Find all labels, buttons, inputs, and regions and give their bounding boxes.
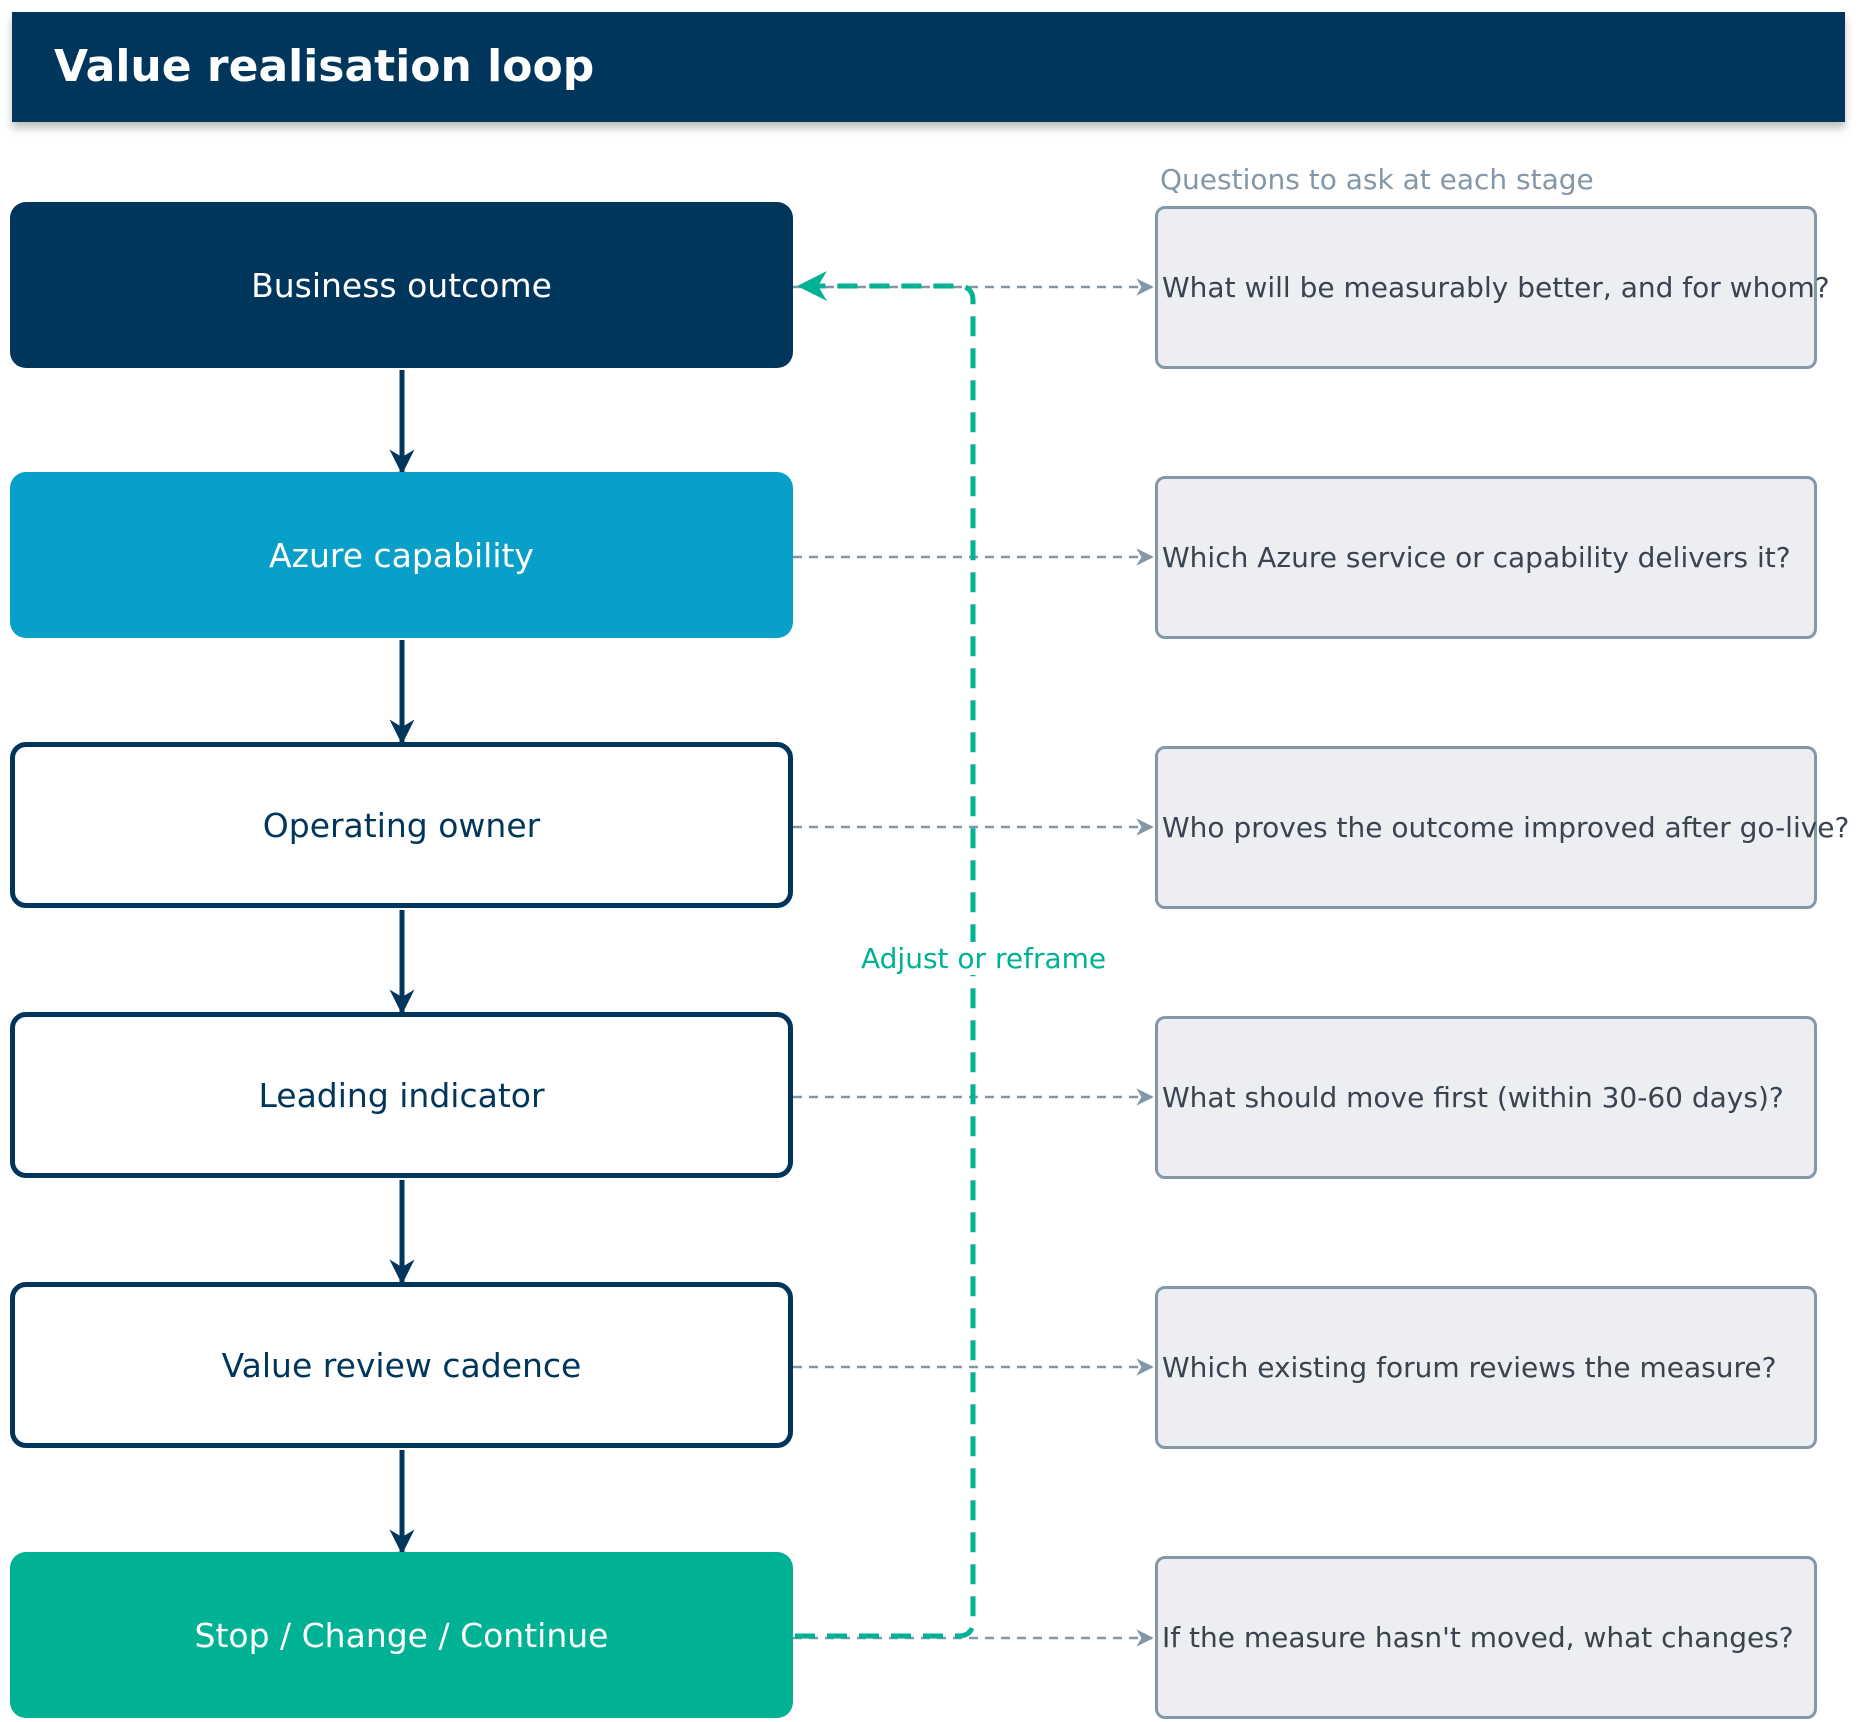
question-box-5: Which existing forum reviews the measure…: [1155, 1286, 1817, 1449]
stage-value-review-cadence: Value review cadence: [10, 1282, 793, 1448]
feedback-loop-label: Adjust or reframe: [859, 942, 1109, 975]
title-banner: Value realisation loop: [12, 12, 1845, 122]
stage-azure-capability: Azure capability: [10, 472, 793, 638]
stage-label: Business outcome: [251, 265, 552, 305]
stage-label: Operating owner: [262, 805, 541, 845]
stage-stop-change-continue: Stop / Change / Continue: [10, 1552, 793, 1718]
question-text: What will be measurably better, and for …: [1162, 271, 1830, 304]
page-title: Value realisation loop: [54, 41, 595, 92]
question-text: Who proves the outcome improved after go…: [1162, 811, 1850, 844]
question-box-6: If the measure hasn't moved, what change…: [1155, 1556, 1817, 1719]
stage-business-outcome: Business outcome: [10, 202, 793, 368]
stage-label: Stop / Change / Continue: [194, 1615, 609, 1655]
question-text: What should move first (within 30-60 day…: [1162, 1081, 1784, 1114]
question-text: Which Azure service or capability delive…: [1162, 541, 1791, 574]
question-text: If the measure hasn't moved, what change…: [1162, 1621, 1794, 1654]
stage-operating-owner: Operating owner: [10, 742, 793, 908]
stage-label: Value review cadence: [221, 1345, 582, 1385]
question-box-2: Which Azure service or capability delive…: [1155, 476, 1817, 639]
question-text: Which existing forum reviews the measure…: [1162, 1351, 1777, 1384]
question-box-4: What should move first (within 30-60 day…: [1155, 1016, 1817, 1179]
questions-heading: Questions to ask at each stage: [1160, 163, 1594, 196]
question-box-3: Who proves the outcome improved after go…: [1155, 746, 1849, 909]
stage-leading-indicator: Leading indicator: [10, 1012, 793, 1178]
stage-label: Azure capability: [269, 535, 534, 575]
stage-label: Leading indicator: [258, 1075, 545, 1115]
question-box-1: What will be measurably better, and for …: [1155, 206, 1830, 369]
